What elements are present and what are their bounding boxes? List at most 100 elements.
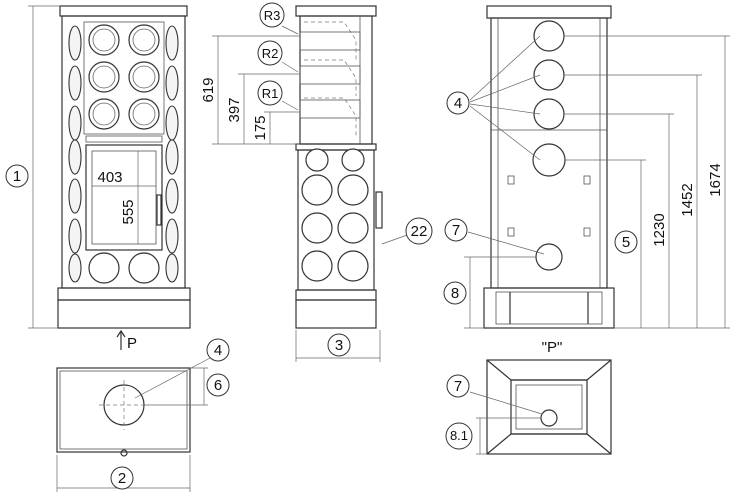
- leader-line: [281, 100, 299, 111]
- round-tile-inner: [92, 102, 116, 126]
- callouts: 1 2 3 4 6 4 7 5 8 7 8.1 22 R3 R2 R1: [5, 2, 638, 490]
- chamber: [299, 31, 361, 51]
- flue-path: [304, 59, 357, 96]
- callout-bubble: [206, 373, 230, 397]
- view-p-outline: [486, 359, 612, 455]
- view-p-title: "P": [542, 339, 563, 356]
- round-tile-inner: [132, 65, 156, 89]
- callout-7-view-p: 7: [454, 378, 462, 395]
- round-tile-inner: [132, 28, 156, 52]
- round-tile: [337, 174, 369, 206]
- bracket: [507, 227, 515, 237]
- callout-bubble: [446, 374, 470, 398]
- oval-tile: [165, 253, 179, 283]
- round-tile: [305, 148, 329, 172]
- flue-path: [304, 97, 357, 136]
- oval-tile: [68, 25, 82, 61]
- leader-line: [469, 391, 543, 415]
- round-tile-inner: [92, 28, 116, 52]
- chamber: [299, 99, 361, 119]
- door-handle: [156, 194, 162, 226]
- round-tile: [88, 252, 120, 284]
- round-tile: [341, 148, 365, 172]
- callout-2: 2: [118, 470, 126, 487]
- air-control: [375, 191, 383, 229]
- callout-bubble: [259, 2, 285, 28]
- grill-band: [85, 135, 163, 143]
- callout-5: 5: [622, 234, 630, 251]
- dim-175: 175: [252, 115, 269, 140]
- top-inner: [59, 370, 188, 450]
- callout-6: 6: [214, 377, 222, 394]
- callout-4-top-view: 4: [214, 342, 222, 359]
- side-upper-body: [299, 15, 373, 145]
- callout-8-1: 8.1: [450, 428, 468, 443]
- air-inlet: [535, 243, 563, 271]
- front-view: [28, 5, 191, 350]
- flue-outlet: [533, 20, 565, 52]
- oval-tile: [68, 178, 82, 214]
- leader-line: [467, 231, 545, 255]
- round-tile: [88, 98, 120, 130]
- side-plinth-top: [295, 289, 377, 301]
- view-p-opening: [510, 379, 588, 435]
- rear-body: [490, 17, 608, 289]
- round-tile: [88, 61, 120, 93]
- view-p-inner: [515, 384, 583, 430]
- leader-line: [134, 357, 211, 399]
- callout-4-rear-view: 4: [454, 95, 462, 112]
- callout-bubble: [257, 40, 283, 66]
- callout-8: 8: [451, 285, 459, 302]
- front-round-tiles: [83, 21, 165, 284]
- bracket: [583, 175, 591, 185]
- callout-1: 1: [13, 168, 21, 185]
- oval-tile: [68, 139, 82, 175]
- round-tile: [337, 250, 369, 282]
- callout-bubble: [446, 91, 470, 115]
- leader-line: [469, 103, 541, 115]
- flue-path: [304, 21, 357, 62]
- dim-1674: 1674: [707, 163, 724, 196]
- oval-tile: [165, 25, 179, 61]
- callout-bubble: [5, 164, 29, 188]
- dim-1230: 1230: [651, 213, 668, 246]
- leader-line: [469, 105, 541, 161]
- round-tile: [301, 212, 333, 244]
- top-outline: [56, 367, 191, 453]
- side-top-cap: [295, 5, 377, 17]
- callout-bubble: [257, 80, 283, 106]
- oval-tile: [165, 65, 179, 101]
- leader-line: [469, 74, 541, 103]
- callout-bubble: [444, 218, 468, 242]
- oval-tile: [68, 253, 82, 283]
- dim-door-width: 403: [97, 169, 122, 186]
- round-tile: [128, 61, 160, 93]
- front-plinth-top: [57, 287, 191, 301]
- front-base: [57, 299, 191, 329]
- dim-397: 397: [226, 97, 243, 122]
- top-view: [56, 357, 211, 492]
- dim-1452: 1452: [679, 183, 696, 216]
- front-top-cap: [59, 5, 188, 17]
- callout-bubble: [405, 217, 433, 245]
- rear-view: [464, 5, 730, 329]
- leader-line: [381, 233, 411, 245]
- oval-tile: [68, 65, 82, 101]
- callout-bubble: [614, 230, 638, 254]
- dim-619: 619: [200, 77, 217, 102]
- callout-r3: R3: [264, 8, 281, 23]
- callout-bubble: [443, 281, 467, 305]
- callout-22: 22: [411, 223, 428, 240]
- rear-base: [483, 287, 615, 329]
- bracket: [507, 175, 515, 185]
- view-p-chamfer: [486, 433, 612, 455]
- leader-line: [281, 25, 299, 35]
- dimension-labels: 403 555 619 397 175 1674 1452 1230: [97, 77, 724, 246]
- bottom-pin: [120, 449, 128, 457]
- view-labels: P "P": [127, 335, 562, 356]
- fire-door: [85, 144, 163, 251]
- round-tile: [128, 24, 160, 56]
- round-tile: [88, 24, 120, 56]
- oval-tile: [68, 218, 82, 254]
